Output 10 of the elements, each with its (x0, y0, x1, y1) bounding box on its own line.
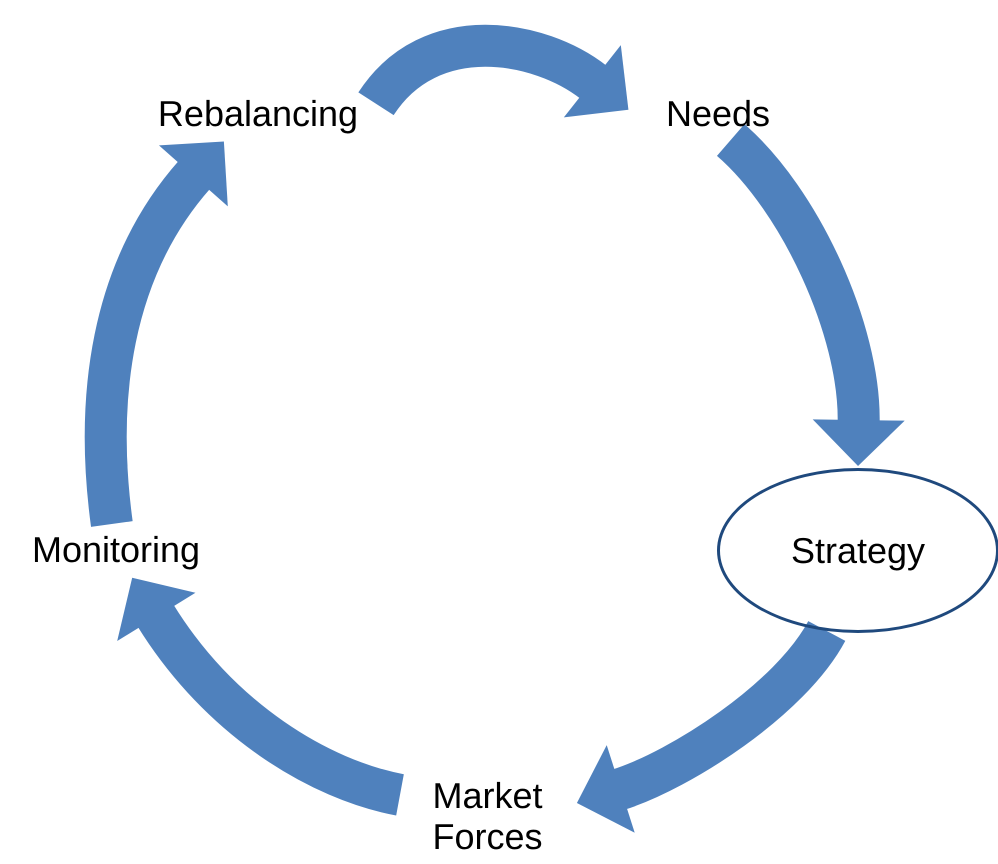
curved-arrow (716, 124, 905, 466)
node-label: Strategy (790, 530, 926, 572)
curved-arrow (84, 140, 230, 526)
node-label: Needs (666, 93, 770, 135)
curved-arrow (359, 24, 630, 120)
curved-arrow (577, 620, 845, 832)
node-label: Market Forces (431, 774, 544, 858)
ellipse-node (717, 468, 998, 633)
node-label: Monitoring (32, 529, 200, 571)
node-label: Rebalancing (158, 93, 358, 135)
